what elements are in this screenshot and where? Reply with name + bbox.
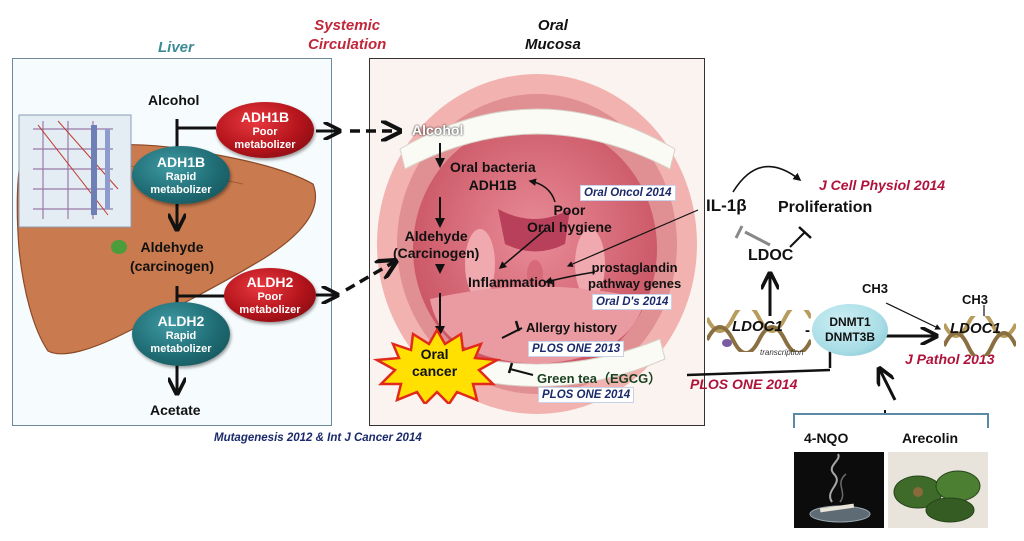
- ch3-label-b: CH3: [962, 292, 989, 307]
- adh1b-poor-name: ADH1B: [240, 108, 290, 125]
- nqo-label: 4-NQO: [804, 430, 849, 446]
- aldh2-rapid-desc: Rapid metabolizer: [150, 329, 212, 355]
- liver-aldehyde-label: Aldehyde (carcinogen): [130, 239, 215, 274]
- aldh2-rapid-oval: ALDH2 Rapid metabolizer: [132, 302, 230, 366]
- oral-cancer-burst: [373, 328, 501, 404]
- oral-cancer-label: Oral cancer: [412, 346, 458, 379]
- aldh2-poor-oval: ALDH2 Poor metabolizer: [224, 268, 316, 322]
- prostaglandin-label: prostaglandin pathway genes: [588, 260, 682, 291]
- betel-quid-image: [888, 452, 988, 528]
- allergy-history-label: Allergy history: [526, 320, 618, 335]
- transcription-label: transcription: [760, 348, 804, 357]
- ref-oral-oncol: Oral Oncol 2014: [580, 185, 676, 201]
- adh1b-poor-oval: ADH1B Poor metabolizer: [216, 102, 314, 158]
- ldoc1-right-label: LDOC1: [950, 320, 1001, 337]
- adh1b-rapid-desc: Rapid metabolizer: [150, 170, 212, 196]
- liver-illustration: [16, 114, 317, 355]
- oral-bacteria-label: Oral bacteria ADH1B: [450, 159, 536, 193]
- liver-acetate-label: Acetate: [150, 402, 201, 418]
- adh1b-rapid-name: ADH1B: [156, 153, 206, 170]
- adh1b-rapid-oval: ADH1B Rapid metabolizer: [132, 146, 230, 204]
- aldh2-poor-desc: Poor metabolizer: [239, 290, 301, 316]
- ch3-label-a: CH3: [862, 281, 889, 296]
- proliferation-label: Proliferation: [778, 199, 873, 216]
- ref-plos-2014-dnmt: PLOS ONE 2014: [690, 376, 798, 392]
- poor-oral-hygiene-label: Poor Oral hygiene: [527, 202, 612, 235]
- adh1b-poor-desc: Poor metabolizer: [234, 125, 296, 151]
- dna-strand-left: [707, 310, 811, 352]
- ldoc1-left-label: LDOC1: [732, 318, 783, 335]
- aldh2-rapid-name: ALDH2: [157, 312, 205, 329]
- inflammation-label: Inflammation: [468, 274, 556, 290]
- header-oral-mucosa: Oral Mucosa: [525, 17, 581, 53]
- ref-mutagenesis: Mutagenesis 2012 & Int J Cancer 2014: [214, 432, 422, 444]
- green-tea-label: Green tea（EGCG）: [537, 371, 662, 386]
- il1b-label: IL-1β: [706, 196, 747, 215]
- dnmt-label: DNMT1 DNMT3B: [825, 315, 875, 344]
- ref-j-cell-physiol: J Cell Physiol 2014: [819, 177, 946, 193]
- dna-strand-right: [944, 316, 1016, 356]
- cigarette-image: [794, 452, 884, 528]
- ldoc-label: LDOC: [748, 247, 794, 264]
- ref-plos-2013: PLOS ONE 2013: [528, 341, 625, 357]
- ref-plos-2014-tea: PLOS ONE 2014: [538, 387, 635, 403]
- arecolin-label: Arecolin: [902, 430, 959, 446]
- oral-alcohol-label: Alcohol: [412, 122, 464, 138]
- aldh2-poor-name: ALDH2: [246, 273, 294, 290]
- dnmt-oval: DNMT1 DNMT3B: [812, 304, 888, 356]
- dash-label: -: [805, 322, 810, 339]
- header-liver: Liver: [158, 39, 194, 56]
- liver-alcohol-label: Alcohol: [148, 92, 200, 108]
- ref-oral-ds: Oral D's 2014: [592, 294, 673, 310]
- header-systemic-circulation: Systemic Circulation: [308, 17, 387, 53]
- oral-aldehyde-label: Aldehyde (Carcinogen): [393, 228, 480, 261]
- carcinogen-bracket: [793, 413, 989, 428]
